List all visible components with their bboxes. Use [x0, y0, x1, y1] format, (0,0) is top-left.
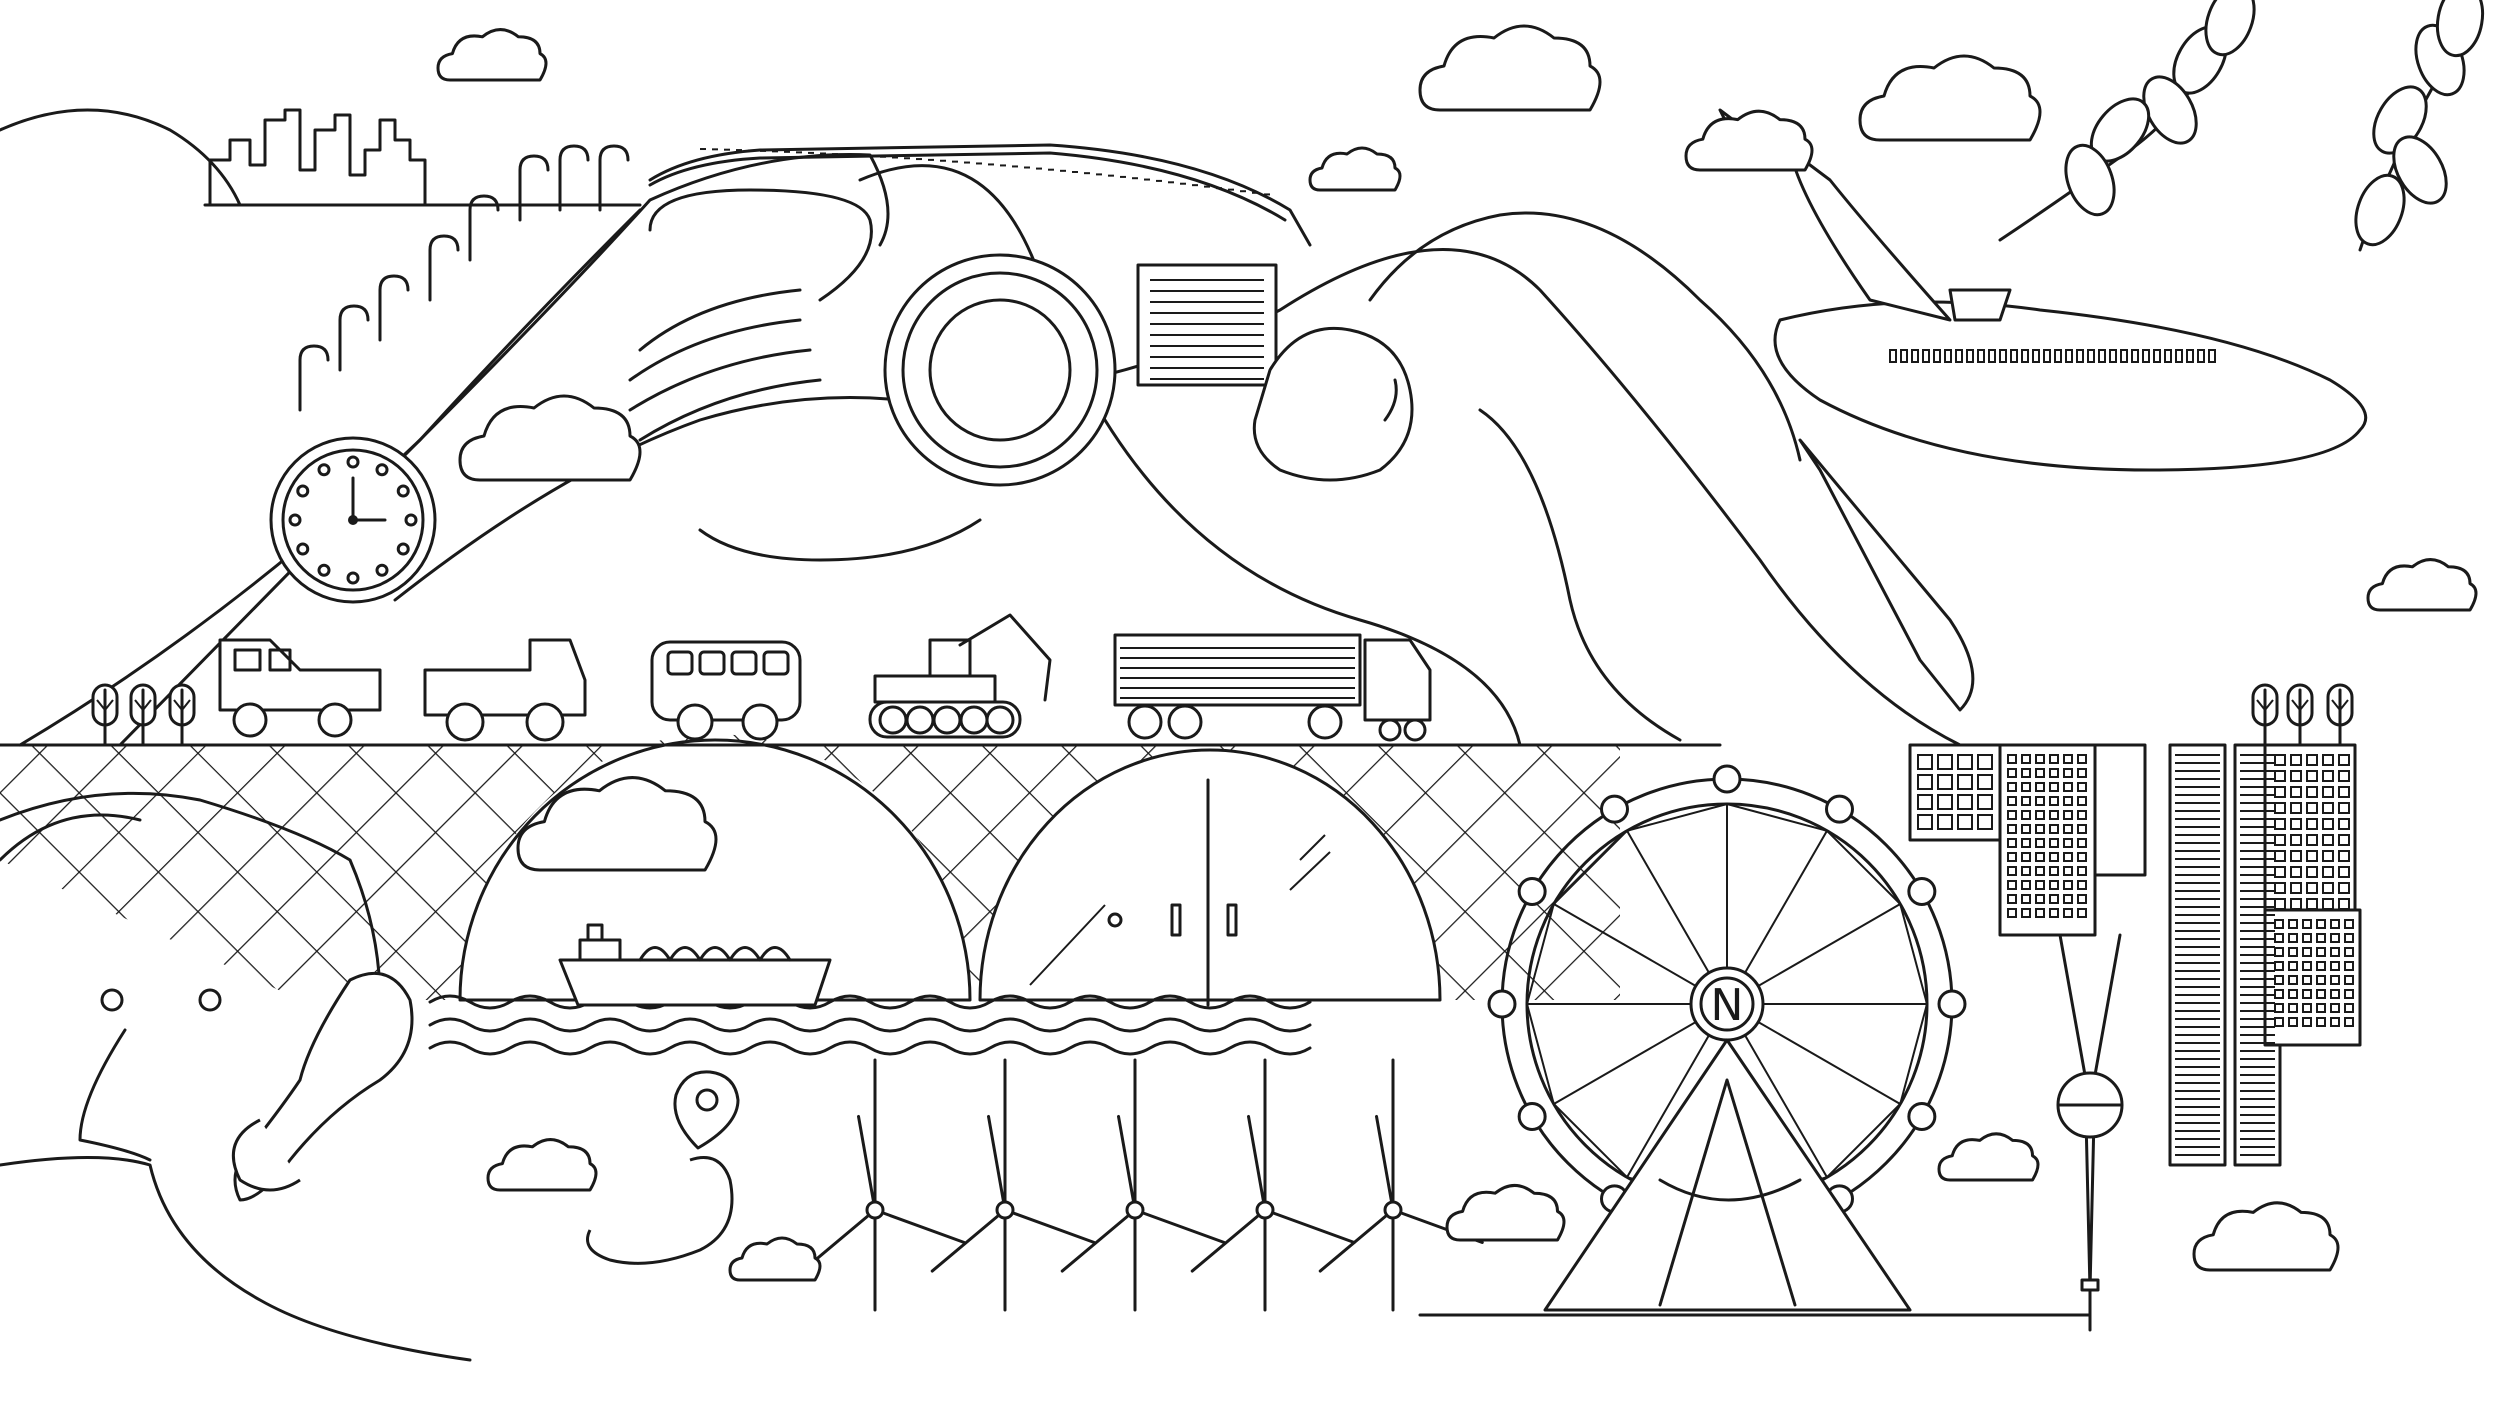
hand-shape: [1254, 328, 1412, 480]
hill-body: [0, 155, 1960, 745]
airplane-icon: [1720, 110, 2366, 710]
dump-truck-icon: [425, 640, 585, 740]
excavator-icon: [870, 615, 1050, 737]
trees-left: [93, 685, 194, 745]
clouds: [438, 26, 2476, 1280]
right-city: [1910, 745, 2360, 1330]
left-skyline: [0, 110, 640, 205]
bus-icon: [652, 642, 800, 739]
trees-right: [2253, 685, 2352, 745]
face-shape: [0, 793, 732, 1360]
porthole-icon: [885, 255, 1115, 485]
car-icon: [220, 640, 380, 736]
right-arch: [980, 750, 1440, 1000]
wind-turbines: [802, 1060, 1482, 1310]
compass-letter: N: [1711, 980, 1744, 1031]
wave-lines: [630, 290, 980, 560]
location-pin-icon: [675, 1072, 738, 1148]
vent-icon: [1138, 265, 1276, 385]
semi-truck-icon: [1115, 635, 1430, 740]
cargo-ship-icon: [560, 925, 830, 1005]
clock-icon: [271, 438, 435, 602]
pipes: [300, 146, 628, 410]
train-icon: [650, 145, 1310, 245]
leaf-branch-icon: [2000, 0, 2488, 251]
ferris-wheel-icon: N: [1420, 766, 2090, 1315]
river-waves: [430, 996, 1310, 1054]
